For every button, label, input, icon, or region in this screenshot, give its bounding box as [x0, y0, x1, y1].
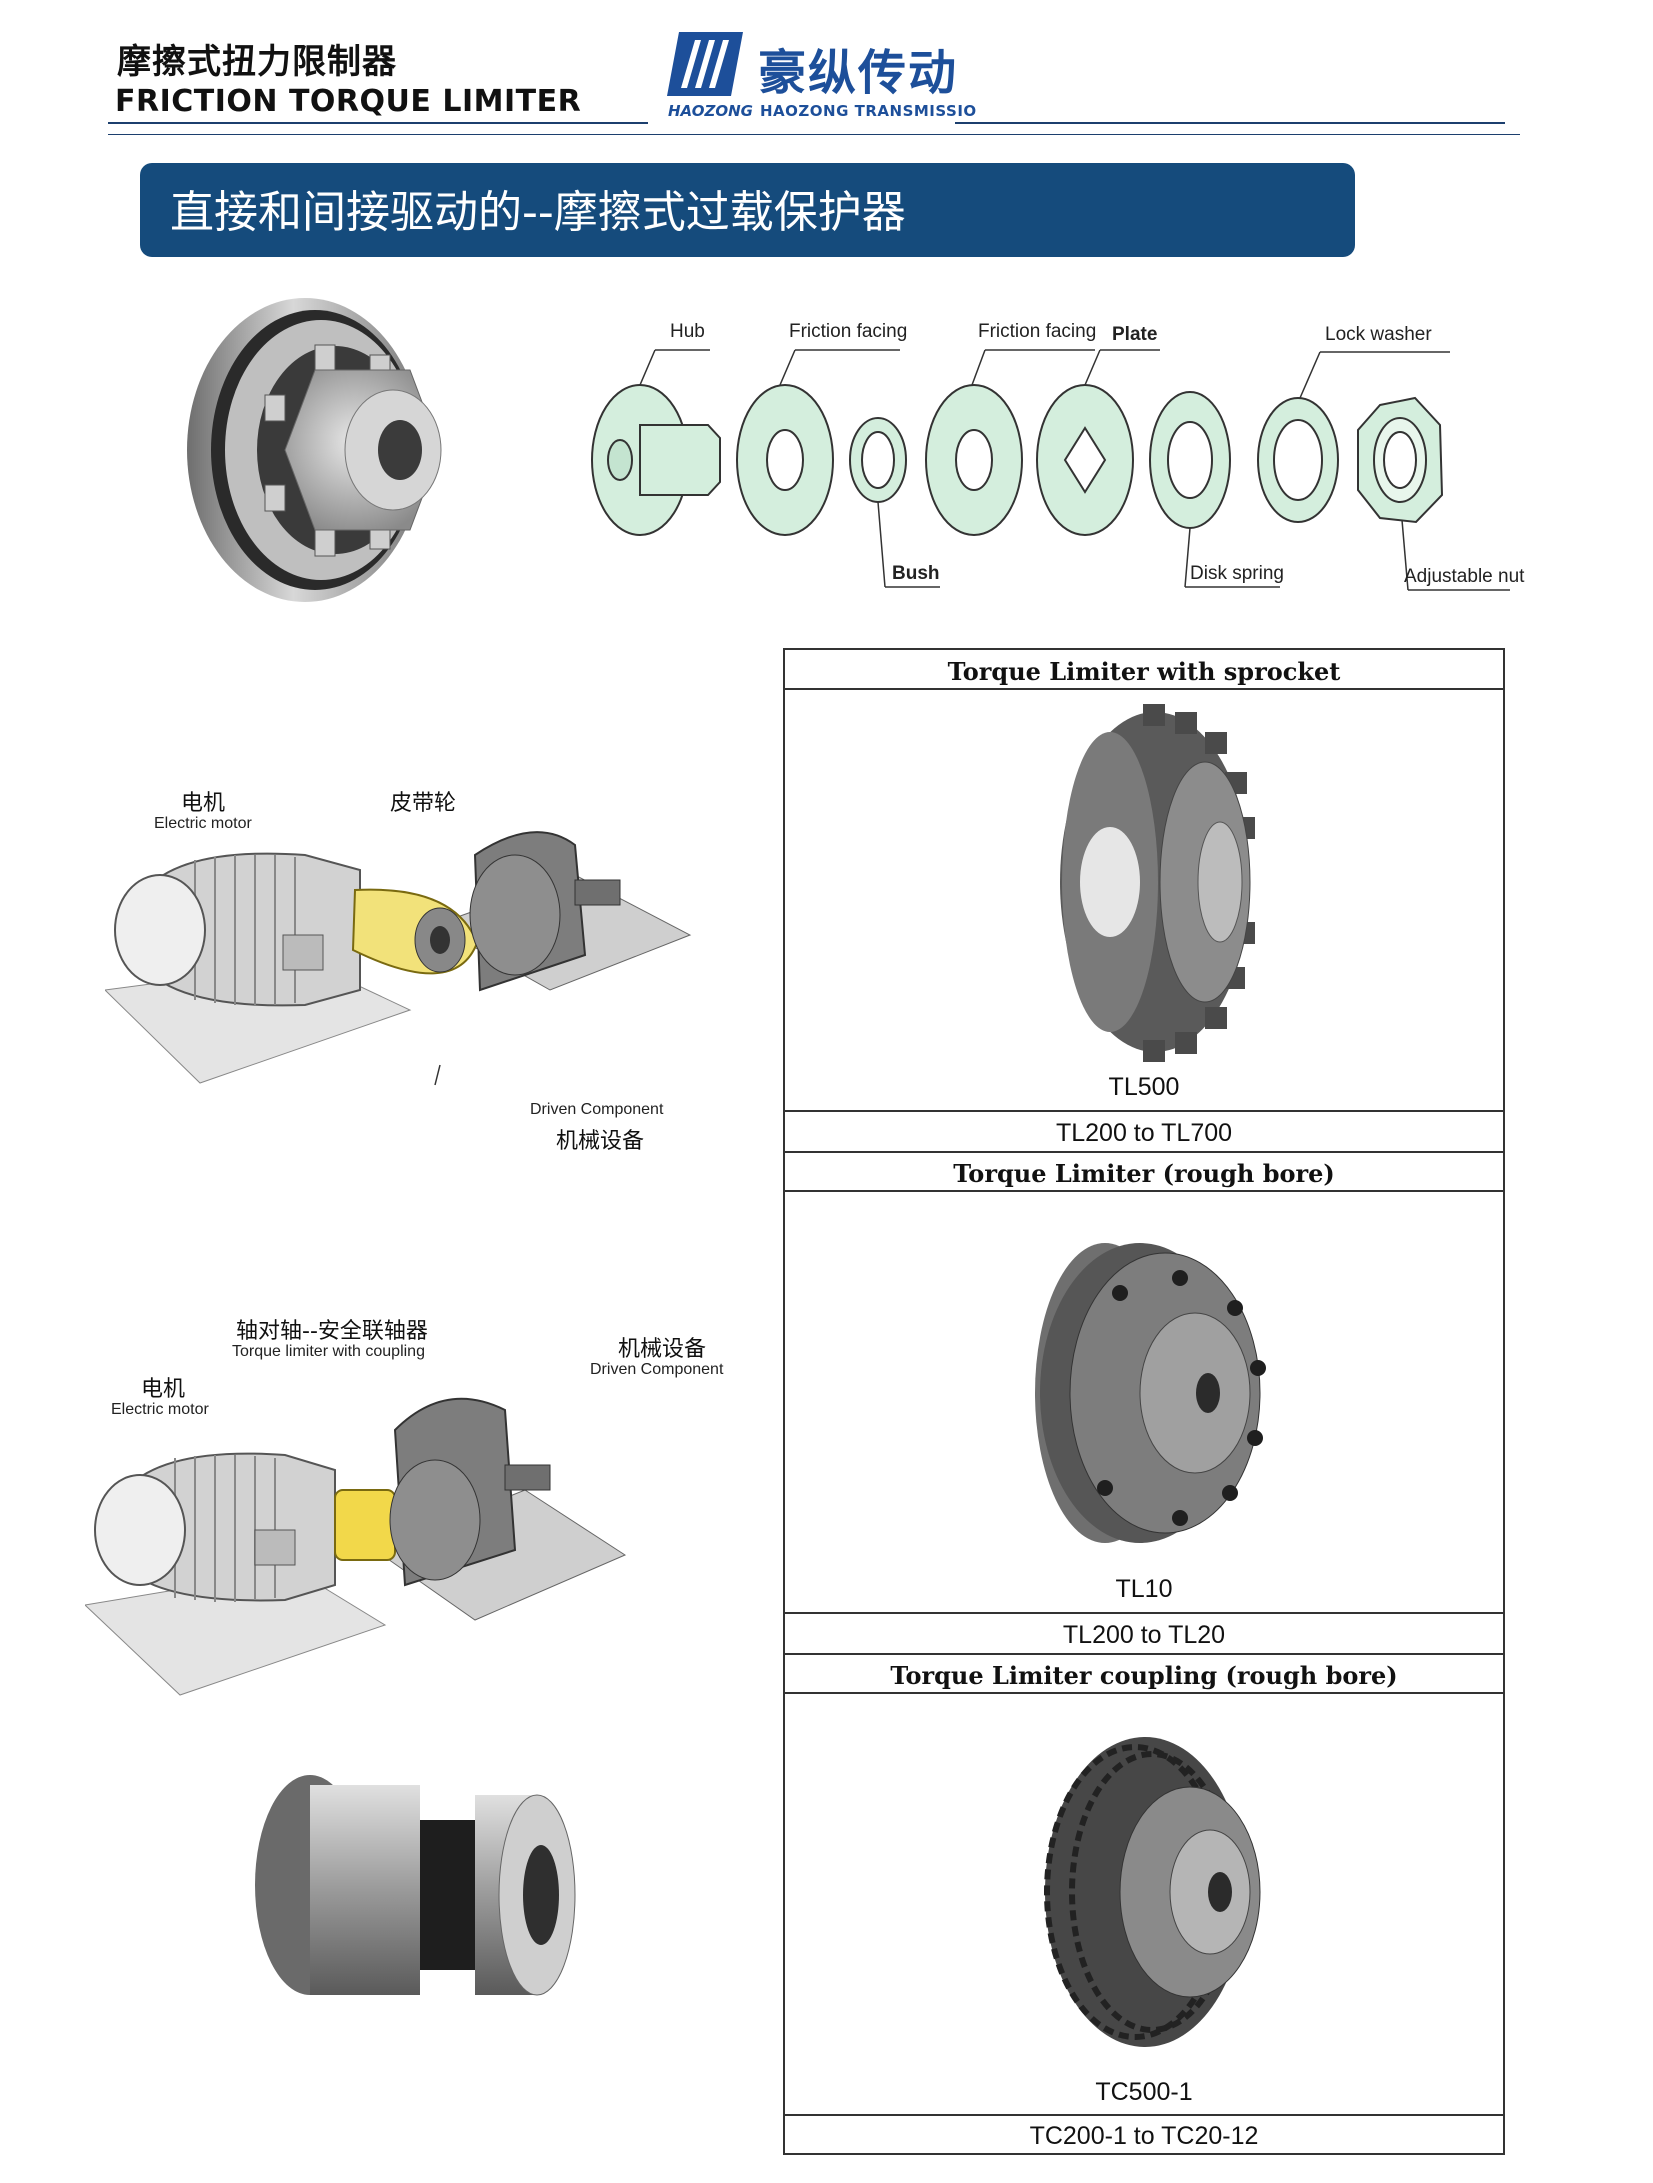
coupling-cn: 轴对轴--安全联轴器 — [236, 1319, 428, 1344]
belt-drive-diagram — [105, 831, 692, 1086]
product-2-model: TL10 — [1115, 1575, 1173, 1603]
product-3-range: TC200-1 to TC20-12 — [1029, 2122, 1259, 2150]
header-title-en: FRICTION TORQUE LIMITER — [115, 84, 582, 119]
row-divider — [785, 1653, 1503, 1655]
belt-motor-cn: 电机 — [181, 791, 226, 816]
chain-coupling-limiter-photo — [1044, 1737, 1261, 2047]
logo-text-cn: 豪纵传动 — [758, 45, 959, 101]
product-3-model: TC500-1 — [1095, 2078, 1193, 2106]
label-lock-washer: Lock washer — [1325, 324, 1432, 345]
assembled-limiter-photo — [187, 298, 442, 602]
product-1-model: TL500 — [1108, 1073, 1180, 1101]
row-divider — [785, 1692, 1503, 1694]
coupling-motor-cn: 电机 — [141, 1377, 186, 1402]
rough-bore-limiter-photo — [1035, 1243, 1266, 1543]
product-3-title: Torque Limiter coupling (rough bore) — [890, 1661, 1398, 1690]
belt-motor-en: Electric motor — [154, 815, 252, 832]
product-1-title: Torque Limiter with sprocket — [947, 657, 1341, 686]
section-banner-text: 直接和间接驱动的--摩擦式过载保护器 — [170, 187, 906, 238]
row-divider — [785, 1612, 1503, 1614]
coupling-photo — [255, 1775, 576, 1996]
coupling-motor-en: Electric motor — [111, 1401, 209, 1418]
row-divider — [785, 688, 1503, 690]
product-2-range: TL200 to TL20 — [1062, 1621, 1226, 1649]
label-plate: Plate — [1112, 324, 1158, 345]
label-bush: Bush — [892, 563, 940, 584]
label-hub: Hub — [670, 321, 705, 342]
row-divider — [785, 2114, 1503, 2116]
section-banner — [140, 163, 1355, 257]
belt-pulley-cn: 皮带轮 — [390, 791, 457, 816]
header-title-cn: 摩擦式扭力限制器 — [117, 42, 397, 82]
header-rule-left — [108, 122, 648, 124]
lock-washer-part — [1257, 397, 1339, 523]
haozong-logo-icon — [667, 32, 743, 96]
coupling-driven-en: Driven Component — [590, 1361, 724, 1378]
exploded-view-diagram — [591, 349, 1510, 591]
logo-text-short: HAOZONG — [668, 102, 753, 120]
sprocket-limiter-photo — [1060, 704, 1255, 1062]
row-divider — [785, 1190, 1503, 1192]
belt-driven-en: Driven Component — [530, 1101, 664, 1118]
header-rule-thin — [108, 134, 1520, 135]
label-disk-spring: Disk spring — [1190, 563, 1284, 584]
row-divider — [785, 1110, 1503, 1112]
logo-text-full: HAOZONG TRANSMISSIO — [760, 102, 977, 120]
coupling-en: Torque limiter with coupling — [232, 1343, 425, 1360]
product-1-range: TL200 to TL700 — [1055, 1119, 1233, 1147]
label-friction-facing-1: Friction facing — [789, 321, 908, 342]
product-table: Torque Limiter with sprocket TL500 TL200… — [783, 648, 1505, 2155]
coupling-driven-cn: 机械设备 — [618, 1337, 707, 1362]
header-rule-right — [955, 122, 1505, 124]
belt-driven-cn: 机械设备 — [556, 1129, 645, 1154]
label-adjustable-nut: Adjustable nut — [1404, 566, 1525, 587]
label-friction-facing-2: Friction facing — [978, 321, 1097, 342]
product-2-title: Torque Limiter (rough bore) — [953, 1159, 1335, 1188]
coupling-drive-diagram — [85, 1397, 627, 1696]
row-divider — [785, 1151, 1503, 1153]
